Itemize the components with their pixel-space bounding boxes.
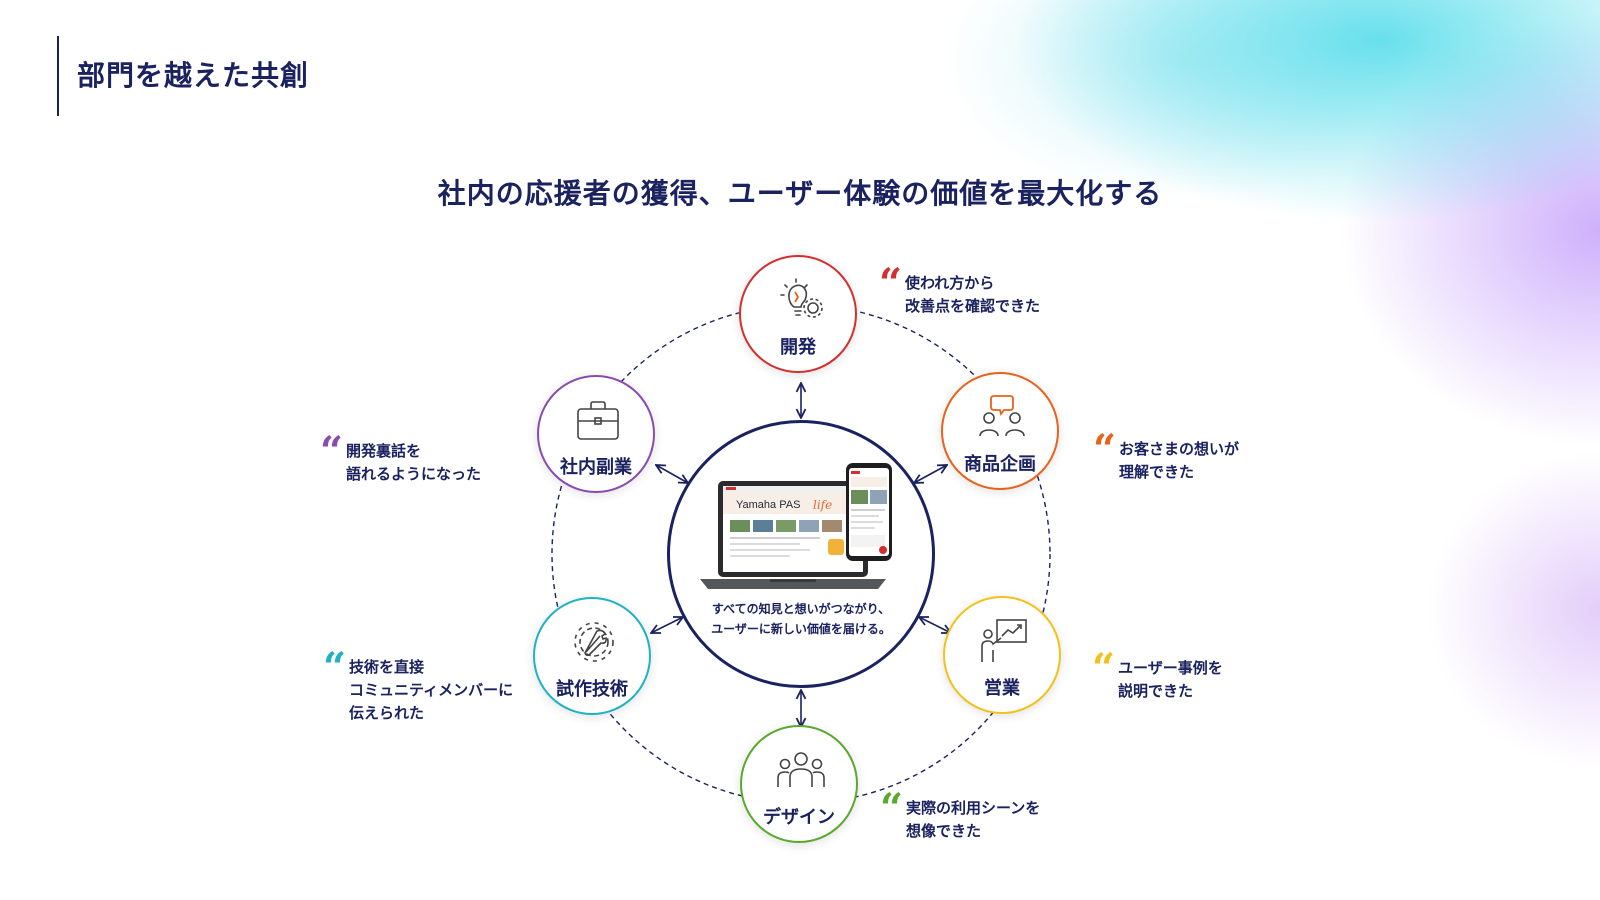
group-people-icon <box>777 752 825 787</box>
quote-line: ユーザー事例を <box>1118 659 1223 677</box>
center-caption: すべての知見と想いがつながり、 ユーザーに新しい価値を届ける。 <box>670 599 932 639</box>
dept-label: 社内副業 <box>560 457 632 478</box>
dept-label: 営業 <box>984 678 1020 699</box>
quote-line: 改善点を確認できた <box>905 297 1041 315</box>
dept-eigyo: 営業 <box>943 596 1061 714</box>
dept-label: 試作技術 <box>556 679 628 700</box>
dept-label: デザイン <box>763 807 835 828</box>
center-caption-line1: すべての知見と想いがつながり、 <box>711 602 891 616</box>
dept-kaihatsu: 開発 <box>739 255 857 373</box>
quote-line: 伝えられた <box>349 704 425 722</box>
arrow-eigyo <box>919 617 951 633</box>
dept-fukugyo: 社内副業 <box>537 375 655 493</box>
quote-line: 理解できた <box>1119 463 1195 481</box>
dept-design: デザイン <box>740 725 858 843</box>
center-caption-line2: ユーザーに新しい価値を届ける。 <box>711 622 891 636</box>
quote-mark-icon: “ <box>879 260 903 307</box>
arrow-shisaku <box>651 617 683 633</box>
center-hub: Yamaha PAS life <box>667 420 935 688</box>
laptop-mockup: Yamaha PAS life <box>700 481 886 589</box>
quote-mark-icon: “ <box>1092 645 1116 692</box>
phone-mockup <box>846 463 892 561</box>
quote-mark-icon: “ <box>1093 426 1117 473</box>
dept-shisaku: 試作技術 <box>533 597 651 715</box>
quote-line: コミュニティメンバーに <box>349 681 514 699</box>
arrow-fukugyo <box>656 465 688 483</box>
dept-shohin: 商品企画 <box>941 372 1059 490</box>
quote-line: 語れるようになった <box>346 465 482 483</box>
quote-mark-icon: “ <box>323 644 347 691</box>
presentation-chart-icon <box>981 619 1027 662</box>
lightbulb-gear-icon <box>780 278 823 318</box>
dept-label: 商品企画 <box>964 454 1036 475</box>
quote-mark-icon: “ <box>320 428 344 475</box>
laptop-brand-script: life <box>813 498 832 512</box>
arrow-shohin <box>914 465 947 483</box>
wrench-gear-icon <box>574 622 614 662</box>
quote-line: 想像できた <box>906 822 982 840</box>
devices-mockup: Yamaha PAS life <box>700 463 892 589</box>
quote-line: 開発裏話を <box>346 442 422 460</box>
laptop-brand-text: Yamaha PAS <box>736 499 800 511</box>
dept-label: 開発 <box>780 337 816 358</box>
people-chat-icon <box>979 395 1025 437</box>
quote-line: 技術を直接 <box>349 658 425 676</box>
page-title: 部門を越えた共創 <box>77 59 310 92</box>
quote-line: 説明できた <box>1118 682 1194 700</box>
quote-line: 実際の利用シーンを <box>906 799 1041 817</box>
quote-line: 使われ方から <box>905 274 995 292</box>
quote-line: お客さまの想いが <box>1119 440 1240 458</box>
briefcase-icon <box>577 401 619 440</box>
title-accent-bar <box>57 36 59 116</box>
quote-mark-icon: “ <box>880 785 904 832</box>
subtitle: 社内の応援者の獲得、ユーザー体験の価値を最大化する <box>437 177 1163 210</box>
